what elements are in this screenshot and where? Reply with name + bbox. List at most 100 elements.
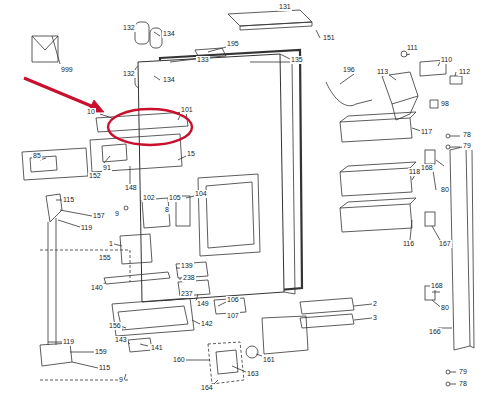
callout-number: 2 bbox=[372, 300, 378, 308]
callout-number: 110 bbox=[440, 56, 453, 64]
trim-piece bbox=[150, 28, 162, 48]
damper-gear bbox=[246, 346, 258, 358]
callout-number: 9 bbox=[114, 210, 120, 218]
callout-number: 78 bbox=[462, 131, 472, 139]
screw bbox=[446, 145, 450, 149]
callout-number: 237 bbox=[180, 290, 194, 298]
callout-number: 163 bbox=[246, 370, 260, 378]
callout-number: 85 bbox=[32, 152, 42, 160]
display bbox=[102, 144, 127, 162]
callout-number: 148 bbox=[124, 184, 138, 192]
callout-number: 159 bbox=[94, 348, 108, 356]
callout-number: 131 bbox=[278, 3, 292, 11]
fill-tube bbox=[48, 218, 56, 345]
callout-number: 98 bbox=[440, 100, 450, 108]
callout-number: 9 bbox=[118, 376, 124, 384]
callout-number: 102 bbox=[142, 194, 156, 202]
callout-number: 999 bbox=[60, 66, 74, 74]
callout-number: 195 bbox=[226, 40, 240, 48]
callout-number: 160 bbox=[172, 356, 186, 364]
callout-number: 106 bbox=[226, 296, 240, 304]
callout-number: 164 bbox=[200, 384, 214, 392]
group-outline bbox=[208, 342, 244, 384]
callout-number: 132 bbox=[122, 70, 136, 78]
dispenser-arm bbox=[104, 272, 170, 284]
interface-cover bbox=[22, 148, 88, 180]
door-cap bbox=[240, 22, 312, 30]
callout-number: 116 bbox=[402, 240, 415, 248]
damper-box bbox=[262, 316, 308, 354]
callout-number: 196 bbox=[342, 66, 356, 74]
callout-number: 115 bbox=[98, 364, 111, 372]
callout-number: 111 bbox=[406, 44, 419, 52]
screw bbox=[124, 206, 128, 210]
callout-number: 113 bbox=[376, 68, 389, 76]
callout-number: 101 bbox=[180, 106, 194, 114]
group-outline bbox=[40, 250, 130, 380]
control-board bbox=[90, 134, 182, 172]
callout-number: 151 bbox=[322, 34, 336, 42]
clip bbox=[430, 100, 438, 108]
callout-number: 115 bbox=[62, 196, 75, 204]
tray-insert bbox=[128, 338, 152, 352]
callout-number: 80 bbox=[440, 304, 450, 312]
callout-number: 157 bbox=[92, 212, 106, 220]
screw bbox=[446, 382, 450, 386]
bin-clip bbox=[425, 150, 435, 164]
callout-number: 105 bbox=[168, 194, 182, 202]
door-bin bbox=[340, 162, 416, 196]
callout-number: 149 bbox=[196, 300, 210, 308]
callout-number: 3 bbox=[372, 314, 378, 322]
callout-number: 112 bbox=[458, 68, 471, 76]
callout-number: 134 bbox=[162, 30, 176, 38]
highlight-arrow bbox=[24, 78, 96, 108]
callout-number: 168 bbox=[430, 282, 444, 290]
screw bbox=[446, 370, 450, 374]
callout-number: 132 bbox=[122, 24, 136, 32]
callout-number: 80 bbox=[440, 186, 450, 194]
solenoid bbox=[142, 198, 170, 228]
callout-number: 152 bbox=[88, 172, 102, 180]
callout-number: 139 bbox=[180, 262, 194, 270]
bottom-hinge bbox=[300, 298, 354, 328]
side-trim bbox=[450, 146, 474, 350]
bracket bbox=[216, 350, 238, 374]
bin-clip bbox=[425, 212, 435, 226]
callout-number: 79 bbox=[462, 142, 472, 150]
callout-number: 1 bbox=[108, 240, 114, 248]
callout-number: 156 bbox=[108, 322, 122, 330]
callout-number: 107 bbox=[226, 312, 240, 320]
callout-number: 155 bbox=[98, 254, 112, 262]
callout-number: 140 bbox=[90, 284, 104, 292]
callout-number: 15 bbox=[186, 150, 196, 158]
callout-number: 143 bbox=[114, 336, 128, 344]
dispenser-paddle bbox=[46, 194, 62, 222]
callout-number: 119 bbox=[62, 338, 75, 346]
door-bin bbox=[340, 112, 416, 142]
door-panel bbox=[280, 54, 295, 294]
callout-number: 79 bbox=[458, 368, 468, 376]
callout-number: 141 bbox=[150, 344, 164, 352]
bushing bbox=[450, 76, 462, 84]
callout-number: 10 bbox=[86, 108, 96, 116]
callout-number: 166 bbox=[428, 328, 442, 336]
callout-number: 104 bbox=[194, 190, 208, 198]
callout-number: 142 bbox=[200, 320, 214, 328]
drip-tray bbox=[112, 298, 194, 336]
callout-number: 133 bbox=[196, 56, 210, 64]
callout-number: 161 bbox=[262, 356, 276, 364]
callout-number: 134 bbox=[162, 76, 176, 84]
callout-number: 8 bbox=[164, 206, 170, 214]
callout-number: 119 bbox=[80, 224, 93, 232]
callout-number: 167 bbox=[438, 240, 452, 248]
manual-envelope bbox=[32, 36, 58, 62]
door-cap bbox=[228, 10, 312, 26]
wire-harness bbox=[326, 82, 372, 106]
callout-number: 117 bbox=[420, 128, 433, 136]
tube-bracket bbox=[40, 343, 72, 366]
door-panel bbox=[138, 54, 284, 302]
highlight-circle bbox=[108, 109, 192, 145]
door-bin bbox=[340, 198, 416, 232]
callout-number: 168 bbox=[420, 164, 434, 172]
